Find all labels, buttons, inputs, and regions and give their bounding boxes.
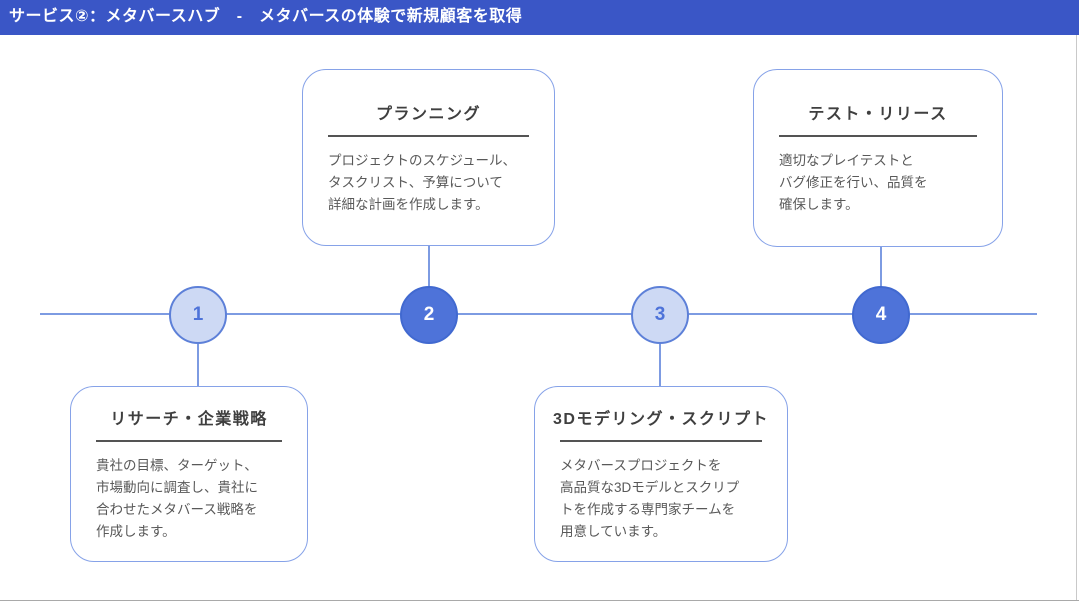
- slide-title: サービス②：メタバースハブ - メタバースの体験で新規顧客を取得: [9, 8, 523, 25]
- step-card-2: プランニング プロジェクトのスケジュール、 タスクリスト、予算について 詳細な計…: [302, 69, 555, 246]
- slide-title-bar: サービス②：メタバースハブ - メタバースの体験で新規顧客を取得: [0, 0, 1079, 35]
- step-card-1-title: リサーチ・企業戦略: [110, 411, 268, 428]
- step-card-2-description: プロジェクトのスケジュール、 タスクリスト、予算について 詳細な計画を作成します…: [328, 152, 517, 212]
- step-card-1-description: 貴社の目標、ターゲット、 市場動向に調査し、貴社に 合わせたメタバース戦略を 作…: [96, 458, 258, 539]
- connector-step-4: [880, 246, 882, 287]
- slide-right-border: [1076, 35, 1077, 600]
- step-card-3-divider: [560, 440, 762, 442]
- step-card-3: 3Dモデリング・スクリプト メタバースプロジェクトを 高品質な3Dモデルとスクリ…: [534, 386, 788, 562]
- step-card-3-title: 3Dモデリング・スクリプト: [553, 411, 769, 428]
- step-circle-3: 3: [631, 286, 689, 344]
- step-circle-4: 4: [852, 286, 910, 344]
- slide-bottom-border: [0, 600, 1079, 601]
- connector-step-2: [428, 245, 430, 287]
- timeline-axis: [40, 313, 1037, 315]
- step-card-2-title: プランニング: [375, 105, 481, 123]
- step-card-1: リサーチ・企業戦略 貴社の目標、ターゲット、 市場動向に調査し、貴社に 合わせた…: [70, 386, 308, 562]
- step-card-2-divider: [328, 134, 529, 137]
- connector-step-1: [197, 344, 199, 387]
- step-card-3-description: メタバースプロジェクトを 高品質な3Dモデルとスクリプ トを作成する専門家チーム…: [560, 458, 740, 539]
- step-card-4-title: テスト・リリース: [808, 106, 948, 123]
- step-number-2: 2: [423, 304, 435, 325]
- step-circle-1: 1: [169, 286, 227, 344]
- step-card-4-divider: [779, 135, 977, 137]
- step-circle-2: 2: [400, 286, 458, 344]
- step-number-4: 4: [875, 304, 887, 325]
- step-card-1-divider: [96, 440, 282, 442]
- connector-step-3: [659, 344, 661, 387]
- step-number-3: 3: [654, 304, 666, 325]
- step-card-4-description: 適切なプレイテストと バグ修正を行い、品質を 確保します。: [779, 153, 928, 212]
- step-number-1: 1: [192, 304, 204, 325]
- step-card-4: テスト・リリース 適切なプレイテストと バグ修正を行い、品質を 確保します。: [753, 69, 1003, 247]
